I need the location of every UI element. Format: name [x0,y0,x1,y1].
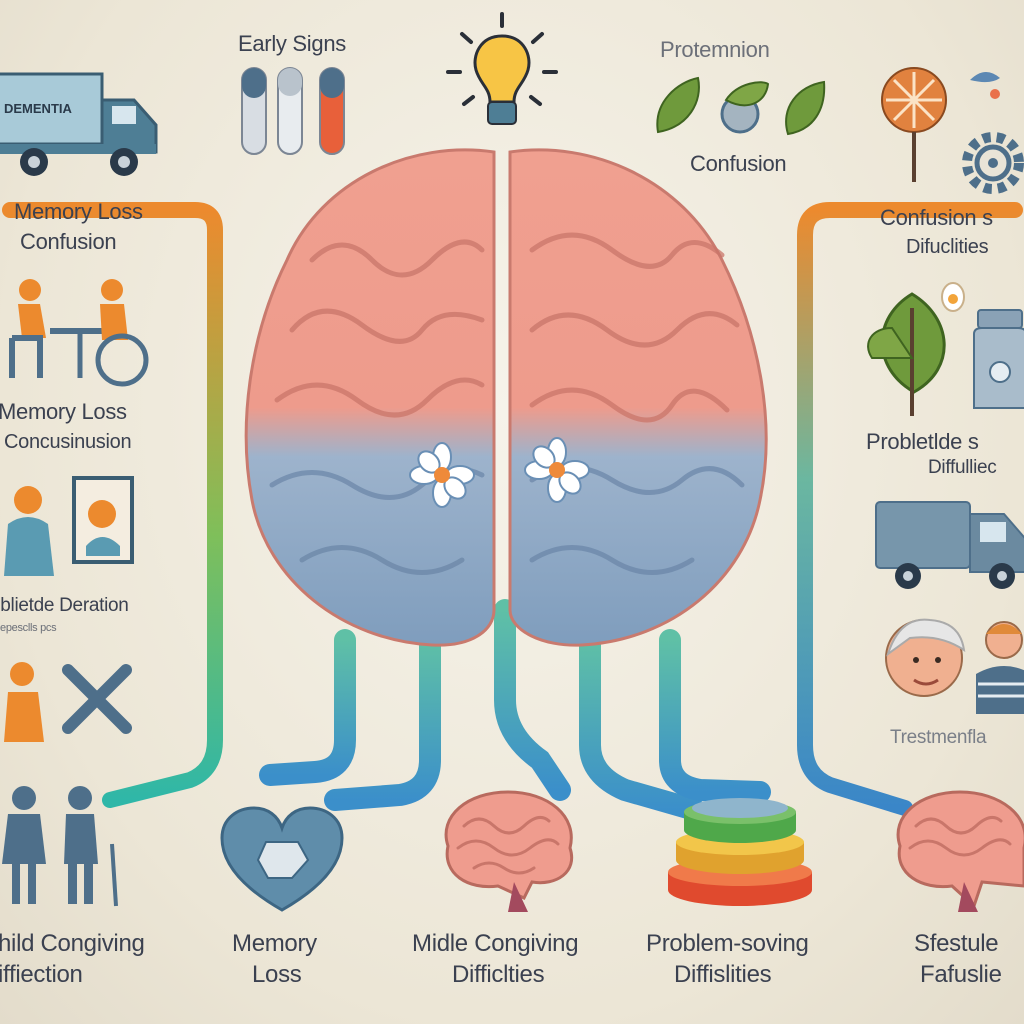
caregiving-label-2: iffiection [0,961,83,988]
portrait-frame-icon [72,476,134,564]
memory-bottom-label-2: Loss [252,961,302,988]
treatment-label: Trestmenfla [890,727,987,748]
mid-ribbon-3 [494,599,571,801]
small-brain-icon [444,790,574,912]
deration-sub-label: epesclls pcs [0,622,57,634]
dementia-truck-icon [0,72,158,176]
confusion-label-2: Concusinusion [4,431,132,453]
couple-icon [2,786,118,907]
memory-loss-label-1: Memory Loss [14,199,143,224]
elderly-person-icon [885,618,966,697]
confusion-right-label: Confusion s [880,205,993,230]
lightbulb-icon [446,12,558,125]
egg-icon [941,282,965,312]
problem-bottom-label-1: Problem-soving [646,930,809,957]
difficulties-right-label: Difuclities [906,236,989,258]
mid-ribbon-1 [259,629,356,786]
flower-icon [524,437,590,503]
middle-bottom-label-2: Difficlties [452,961,545,988]
lifestyle-bottom-label-2: Fafuslie [920,961,1002,988]
small-bird-icon [970,71,1000,99]
leaves-icon [656,76,826,136]
young-person-icon [976,621,1024,714]
lifestyle-bottom-label-1: Sfestule [914,930,999,957]
early-signs-label: Early Signs [238,31,346,56]
memory-bottom-label-1: Memory [232,930,317,957]
brain-illustration [244,148,768,647]
memory-loss-label-2: Memory Loss [0,399,127,424]
flower-sign-icon [881,67,947,182]
pills-icon [241,67,345,155]
brain-icon-right [896,790,1024,912]
gear-icon [962,132,1024,194]
crossed-tools-icon [62,664,132,734]
delivery-van-icon [875,501,1024,589]
person-icon [4,486,54,576]
deration-label: oblietde Deration [0,595,129,616]
brain-left-hemisphere [244,148,496,647]
mid-ribbon-5 [659,629,771,803]
problem-right-label-2: Diffulliec [928,457,997,478]
brain-right-hemisphere [508,148,768,647]
problem-bottom-label-2: Diffislities [674,961,772,988]
problem-right-label-1: Probletlde s [866,429,979,454]
flower-icon [409,442,475,508]
left-ribbon [2,202,223,808]
protemnion-label: Protemnion [660,37,770,62]
heart-puzzle-icon [220,806,344,912]
medicine-bottle-icon [973,309,1024,409]
mid-ribbon-4 [579,629,706,821]
child-icon [4,662,44,742]
caregiving-label-1: hild Congiving [0,930,145,957]
people-table-icon [9,279,149,387]
truck-label: DEMENTIA [4,101,72,116]
confusion-top-label: Confusion [690,151,787,176]
stacked-discs-icon [668,798,812,906]
leaf-icon [867,292,946,416]
right-ribbon [797,202,1023,816]
middle-bottom-label-1: Midle Congiving [412,930,579,957]
confusion-label-1: Confusion [20,229,117,254]
mid-ribbon-2 [324,629,441,811]
